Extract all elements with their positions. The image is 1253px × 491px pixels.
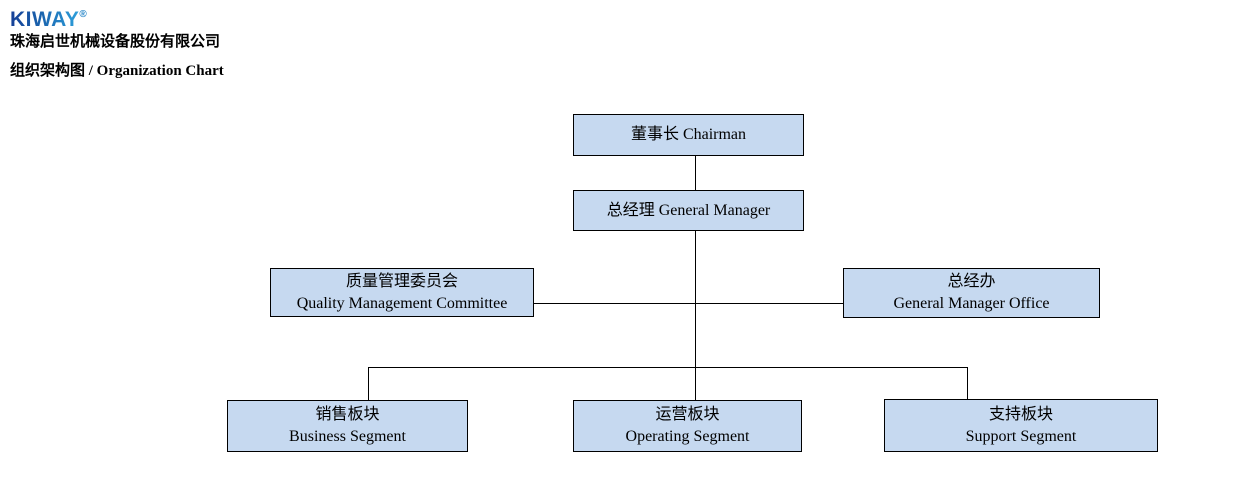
org-node-business-label-en: Business Segment	[289, 428, 406, 445]
org-node-general-manager-label: 总经理 General Manager	[606, 201, 771, 219]
org-node-support-label-zh: 支持板块	[988, 405, 1053, 423]
org-node-general-manager-office: 总经办 General Manager Office	[843, 268, 1100, 318]
org-node-support-label-en: Support Segment	[965, 427, 1077, 445]
org-node-qmc-label-zh: 质量管理委员会	[345, 272, 458, 290]
org-node-qmc-label-en: Quality Management Committee	[296, 294, 508, 312]
org-node-gmo-label-zh: 总经办	[947, 273, 996, 290]
connector-drop-business	[368, 367, 369, 400]
org-node-chairman-label: 董事长 Chairman	[630, 126, 747, 143]
kiway-logo-text: KIWAY	[10, 8, 80, 31]
kiway-logo: KIWAY®	[10, 3, 87, 32]
connector-segments-rail	[368, 367, 968, 368]
company-name: 珠海启世机械设备股份有限公司	[10, 34, 221, 50]
connector-drop-support	[967, 367, 968, 399]
org-node-business-segment: 销售板块 Business Segment	[227, 400, 468, 452]
org-node-support-segment: 支持板块 Support Segment	[884, 399, 1158, 452]
registered-trademark-symbol: ®	[79, 9, 88, 20]
org-node-gmo-label-en: General Manager Office	[893, 295, 1050, 312]
document-title: 组织架构图 / Organization Chart	[10, 63, 224, 79]
connector-gm-trunk	[695, 231, 696, 400]
org-node-business-label-zh: 销售板块	[315, 406, 380, 423]
org-node-quality-management-committee: 质量管理委员会 Quality Management Committee	[270, 268, 534, 317]
org-node-operating-label-zh: 运营板块	[655, 406, 720, 423]
org-node-chairman: 董事长 Chairman	[573, 114, 804, 156]
connector-staff-branch	[533, 303, 843, 304]
org-node-operating-segment: 运营板块 Operating Segment	[573, 400, 802, 452]
connector-chairman-to-gm	[695, 156, 696, 190]
org-node-general-manager: 总经理 General Manager	[573, 190, 804, 231]
org-node-operating-label-en: Operating Segment	[625, 428, 750, 445]
